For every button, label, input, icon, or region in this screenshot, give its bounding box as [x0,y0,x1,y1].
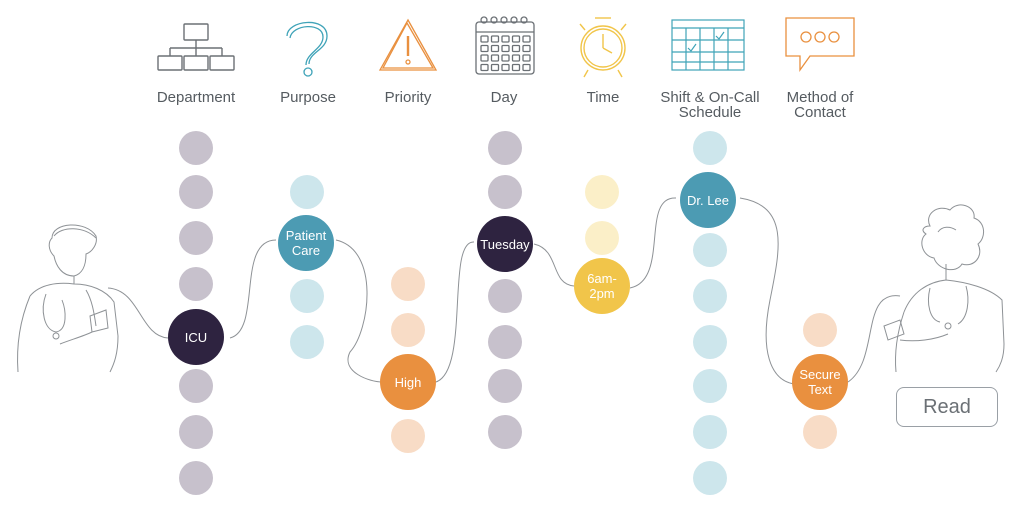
column-label-time: Time [586,89,620,106]
option-dot-day [488,131,522,165]
option-dot-priority [391,267,425,301]
option-dot-schedule [693,415,727,449]
clinician-left-illustration [17,224,119,373]
question-mark-icon [286,21,328,77]
selected-node-time: 6am- 2pm [574,258,630,314]
selected-node-day: Tuesday [477,216,533,272]
calendar-cell [501,63,510,72]
option-dot-schedule [693,131,727,165]
read-label: Read [923,395,971,418]
column-label-department: Department [156,89,236,106]
column-label-schedule: Shift & On-Call Schedule [660,89,760,121]
option-dot-department [179,415,213,449]
column-label-purpose: Purpose [280,89,336,106]
option-dot-contact [803,313,837,347]
selected-node-department: ICU [168,309,224,365]
calendar-cell [480,63,489,72]
option-dot-day [488,175,522,209]
calendar-cell [511,63,521,72]
option-dot-purpose [290,279,324,313]
option-dot-department [179,175,213,209]
org-chart-icon [157,23,235,71]
selected-node-priority: High [380,354,436,410]
calendar-cell [522,63,531,72]
calendar-cell [501,54,510,62]
option-dot-schedule [693,279,727,313]
calendar-cell [490,63,500,72]
option-dot-department [179,221,213,255]
schedule-grid-icon [671,19,745,71]
calendar-cell [522,54,531,62]
read-receipt-bubble: Read [896,387,998,427]
column-label-contact: Method of Contact [786,89,854,121]
calendar-cell [490,54,500,62]
option-dot-day [488,369,522,403]
calendar-cell [522,35,531,43]
column-label-day: Day [490,89,518,106]
column-label-priority: Priority [384,89,432,106]
calendar-cell [480,54,489,62]
option-dot-time [585,221,619,255]
option-dots [179,131,837,495]
connector-lines [107,197,901,385]
option-dot-department [179,131,213,165]
calendar-cell [522,44,531,53]
warning-icon [378,18,438,71]
option-dot-department [179,461,213,495]
option-dot-schedule [693,325,727,359]
calendar-cell [501,35,510,43]
option-dot-purpose [290,325,324,359]
option-dot-department [179,369,213,403]
option-dot-priority [391,313,425,347]
option-dot-department [179,267,213,301]
option-dot-day [488,279,522,313]
chat-bubble-icon [785,17,855,73]
option-dot-time [585,175,619,209]
calendar-cell [511,54,521,62]
selected-node-contact: Secure Text [792,354,848,410]
selected-node-purpose: Patient Care [278,215,334,271]
calendar-icon [475,16,535,75]
option-dot-schedule [693,369,727,403]
calendar-cell [480,35,489,43]
clinician-right-illustration [883,204,1005,373]
option-dot-day [488,415,522,449]
calendar-cell [490,35,500,43]
calendar-cell [501,44,510,53]
option-dot-schedule [693,461,727,495]
calendar-cell [480,44,489,53]
option-dot-day [488,325,522,359]
calendar-cell [511,44,521,53]
option-dot-schedule [693,233,727,267]
option-dot-contact [803,415,837,449]
alarm-clock-icon [579,17,627,78]
option-dot-priority [391,419,425,453]
calendar-cell [511,35,521,43]
option-dot-purpose [290,175,324,209]
calendar-cell [490,44,500,53]
selected-node-schedule: Dr. Lee [680,172,736,228]
